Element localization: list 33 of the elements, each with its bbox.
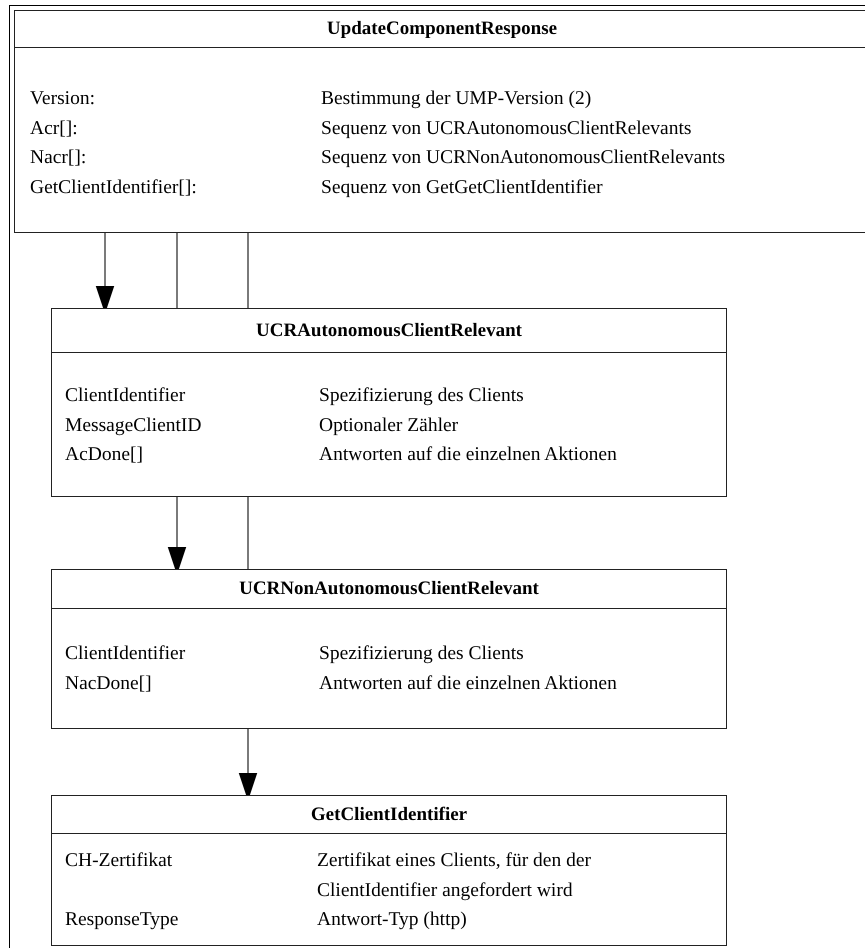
field-name: AcDone[] [65, 443, 143, 467]
field-name: NacDone[] [65, 672, 152, 696]
field-name: MessageClientID [65, 414, 202, 438]
field-description: Optionaler Zähler [319, 414, 458, 438]
connector-line [176, 233, 178, 308]
class-box [51, 569, 727, 729]
class-name: GetClientIdentifier [310, 804, 468, 826]
field-name: Nacr[]: [30, 146, 86, 170]
field-description: Bestimmung der UMP-Version (2) [321, 87, 592, 111]
field-description: Sequenz von UCRAutonomousClientRelevants [321, 116, 692, 140]
field-name: ResponseType [65, 908, 178, 932]
field-description: Spezifizierung des Clients [319, 384, 524, 408]
class-name: UpdateComponentResponse [326, 18, 558, 40]
field-name: ClientIdentifier [65, 642, 186, 666]
class-name: UCRNonAutonomousClientRelevant [239, 578, 539, 600]
field-name: Version: [30, 87, 95, 111]
field-description: Antworten auf die einzelnen Aktionen [319, 443, 617, 467]
field-description: Antwort-Typ (http) [317, 908, 467, 932]
connector-line [247, 233, 249, 308]
class-name: UCRAutonomousClientRelevant [256, 320, 522, 342]
field-name: Acr[]: [30, 116, 78, 140]
connector-line [247, 497, 249, 569]
field-description: Spezifizierung des Clients [319, 642, 524, 666]
field-name: ClientIdentifier [65, 384, 186, 408]
class-box [51, 308, 727, 497]
field-description: Sequenz von UCRNonAutonomousClientRelevants [321, 146, 726, 170]
field-description: Antworten auf die einzelnen Aktionen [319, 672, 617, 696]
class-box [51, 795, 727, 946]
field-description: Zertifikat eines Clients, für den der ClientIdentifier angefordert wird [317, 849, 592, 902]
field-description: Sequenz von GetGetClientIdentifier [321, 176, 603, 200]
field-name: CH-Zertifikat [65, 849, 172, 873]
field-name: GetClientIdentifier[]: [30, 176, 197, 200]
class-box [14, 10, 865, 233]
